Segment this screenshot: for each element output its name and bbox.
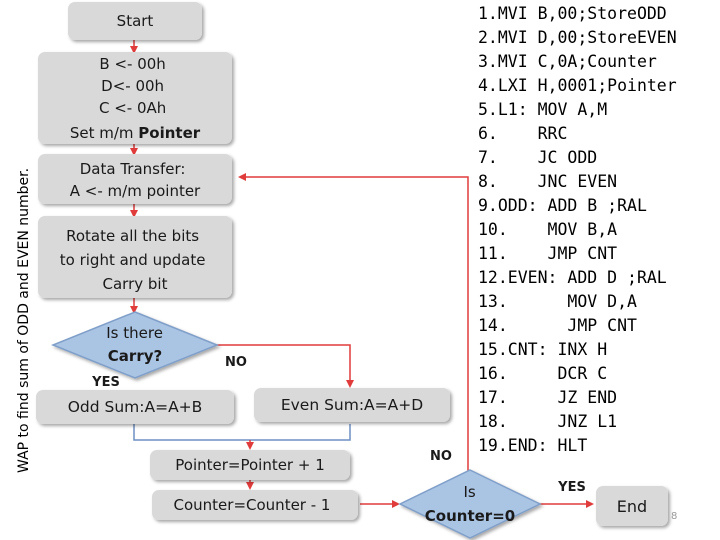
data-transfer-node: Data Transfer: A <- m/m pointer — [38, 154, 232, 204]
even-sum-node: Even Sum:A=A+D — [254, 388, 450, 422]
code-line: 16. DCR C — [478, 364, 607, 383]
code-line: 6. RRC — [478, 124, 567, 143]
carry-no-label: NO — [225, 355, 247, 370]
carry-decision-node: Is there Carry? — [50, 311, 220, 379]
code-line: 19.END: HLT — [478, 436, 587, 455]
side-title: WAP to find sum of ODD and EVEN number. — [16, 168, 32, 473]
odd-sum-node: Odd Sum:A=A+B — [36, 390, 234, 424]
counter-yes-label: YES — [557, 480, 586, 495]
start-label: Start — [117, 12, 154, 30]
code-line: 14. JMP CNT — [478, 316, 637, 335]
code-line: 4.LXI H,0001;Pointer — [478, 76, 677, 95]
code-line: 11. JMP CNT — [478, 244, 617, 263]
end-node: End — [596, 486, 668, 526]
pointer-increment-text: Pointer=Pointer + 1 — [175, 456, 325, 474]
code-line: 15.CNT: INX H — [478, 340, 607, 359]
code-line: 13. MOV D,A — [478, 292, 637, 311]
init-text: B <- 00h D<- 00h C <- 0Ah Set m/m Pointe… — [70, 55, 201, 142]
page-number: 8 — [671, 511, 677, 522]
rotate-node: Rotate all the bits to right and update … — [38, 216, 232, 298]
counter-no-label: NO — [430, 449, 452, 464]
pointer-increment-node: Pointer=Pointer + 1 — [150, 450, 350, 480]
odd-sum-text: Odd Sum:A=A+B — [68, 398, 203, 416]
code-line: 1.MVI B,00;StoreODD — [478, 4, 667, 23]
code-line: 12.EVEN: ADD D ;RAL — [478, 268, 667, 287]
code-line: 17. JZ END — [478, 388, 617, 407]
connectors — [130, 40, 594, 508]
carry-decision-text: Is there Carry? — [106, 324, 167, 365]
start-node: Start — [68, 2, 202, 40]
even-sum-text: Even Sum:A=A+D — [281, 396, 423, 414]
code-line: 18. JNZ L1 — [478, 412, 617, 431]
code-line: 2.MVI D,00;StoreEVEN — [478, 28, 677, 47]
code-line: 9.ODD: ADD B ;RAL — [478, 196, 647, 215]
counter-decision-node: Is Counter=0 — [398, 469, 542, 539]
counter-decrement-node: Counter=Counter - 1 — [152, 490, 358, 520]
code-line: 5.L1: MOV A,M — [478, 100, 607, 119]
code-listing: 1.MVI B,00;StoreODD 2.MVI D,00;StoreEVEN 3… — [478, 4, 677, 455]
init-node: B <- 00h D<- 00h C <- 0Ah Set m/m Pointe… — [38, 52, 232, 144]
code-line: 3.MVI C,0A;Counter — [478, 52, 657, 71]
rotate-text: Rotate all the bits to right and update … — [60, 227, 210, 293]
carry-yes-label: YES — [91, 375, 120, 390]
code-line: 7. JC ODD — [478, 148, 597, 167]
end-label: End — [617, 497, 647, 516]
code-line: 8. JNC EVEN — [478, 172, 617, 191]
counter-decision-text: Is Counter=0 — [425, 483, 515, 525]
counter-decrement-text: Counter=Counter - 1 — [174, 496, 331, 514]
data-transfer-text: Data Transfer: A <- m/m pointer — [70, 160, 201, 200]
code-line: 10. MOV B,A — [478, 220, 617, 239]
